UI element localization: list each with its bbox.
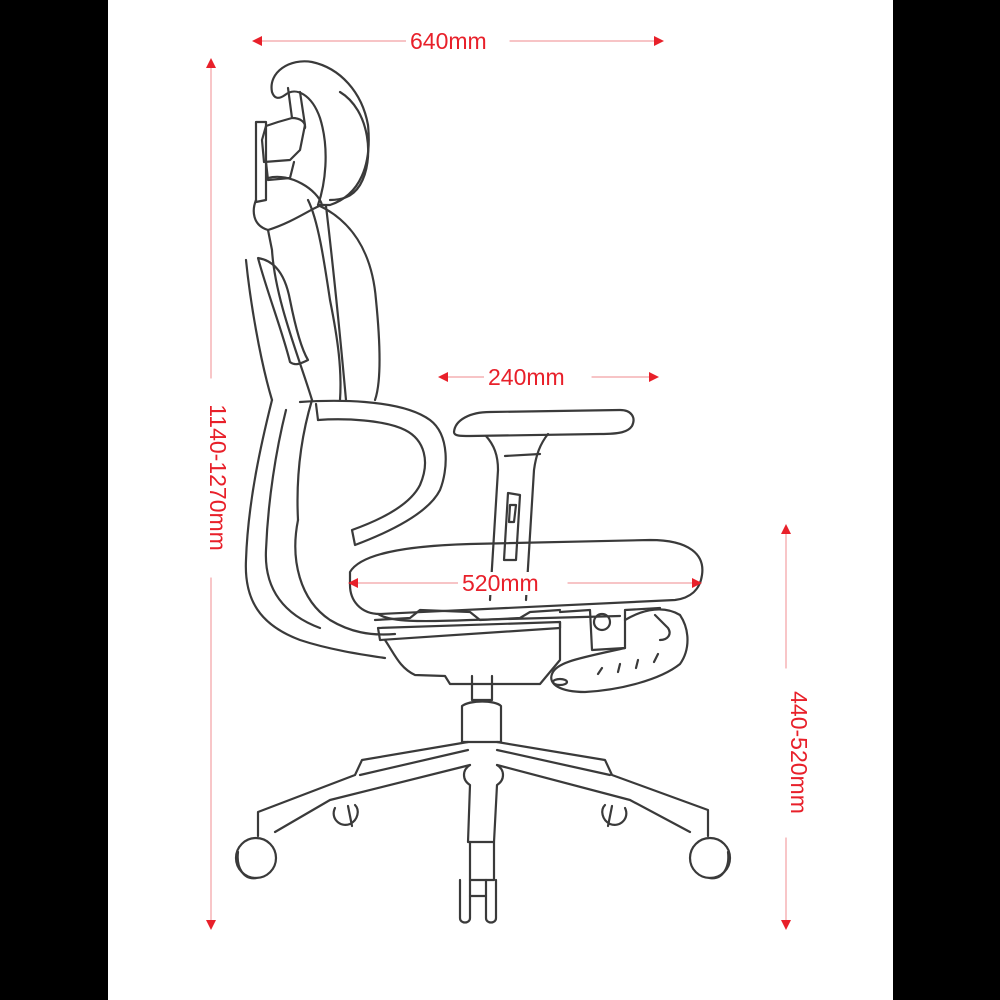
casters [234,803,732,924]
dimension-overall-width: 640mm [406,30,491,53]
headrest [254,60,370,207]
dimension-seat-depth: 520mm [458,572,543,595]
seat-cushion [348,538,704,623]
dimension-arrowheads [206,36,791,930]
diagram-canvas [108,0,893,1000]
armrest [452,408,635,602]
star-base [256,740,710,882]
gas-lift [460,674,503,744]
right-black-border [893,0,1000,1000]
dimension-seat-height: 440-520mm [786,687,812,818]
dimension-overall-height: 1140-1270mm [205,400,231,555]
seat-mechanism [373,606,689,694]
left-black-border [0,0,108,1000]
dimension-armrest-width: 240mm [484,366,569,389]
dimension-lines [210,40,787,927]
backrest [244,198,447,660]
